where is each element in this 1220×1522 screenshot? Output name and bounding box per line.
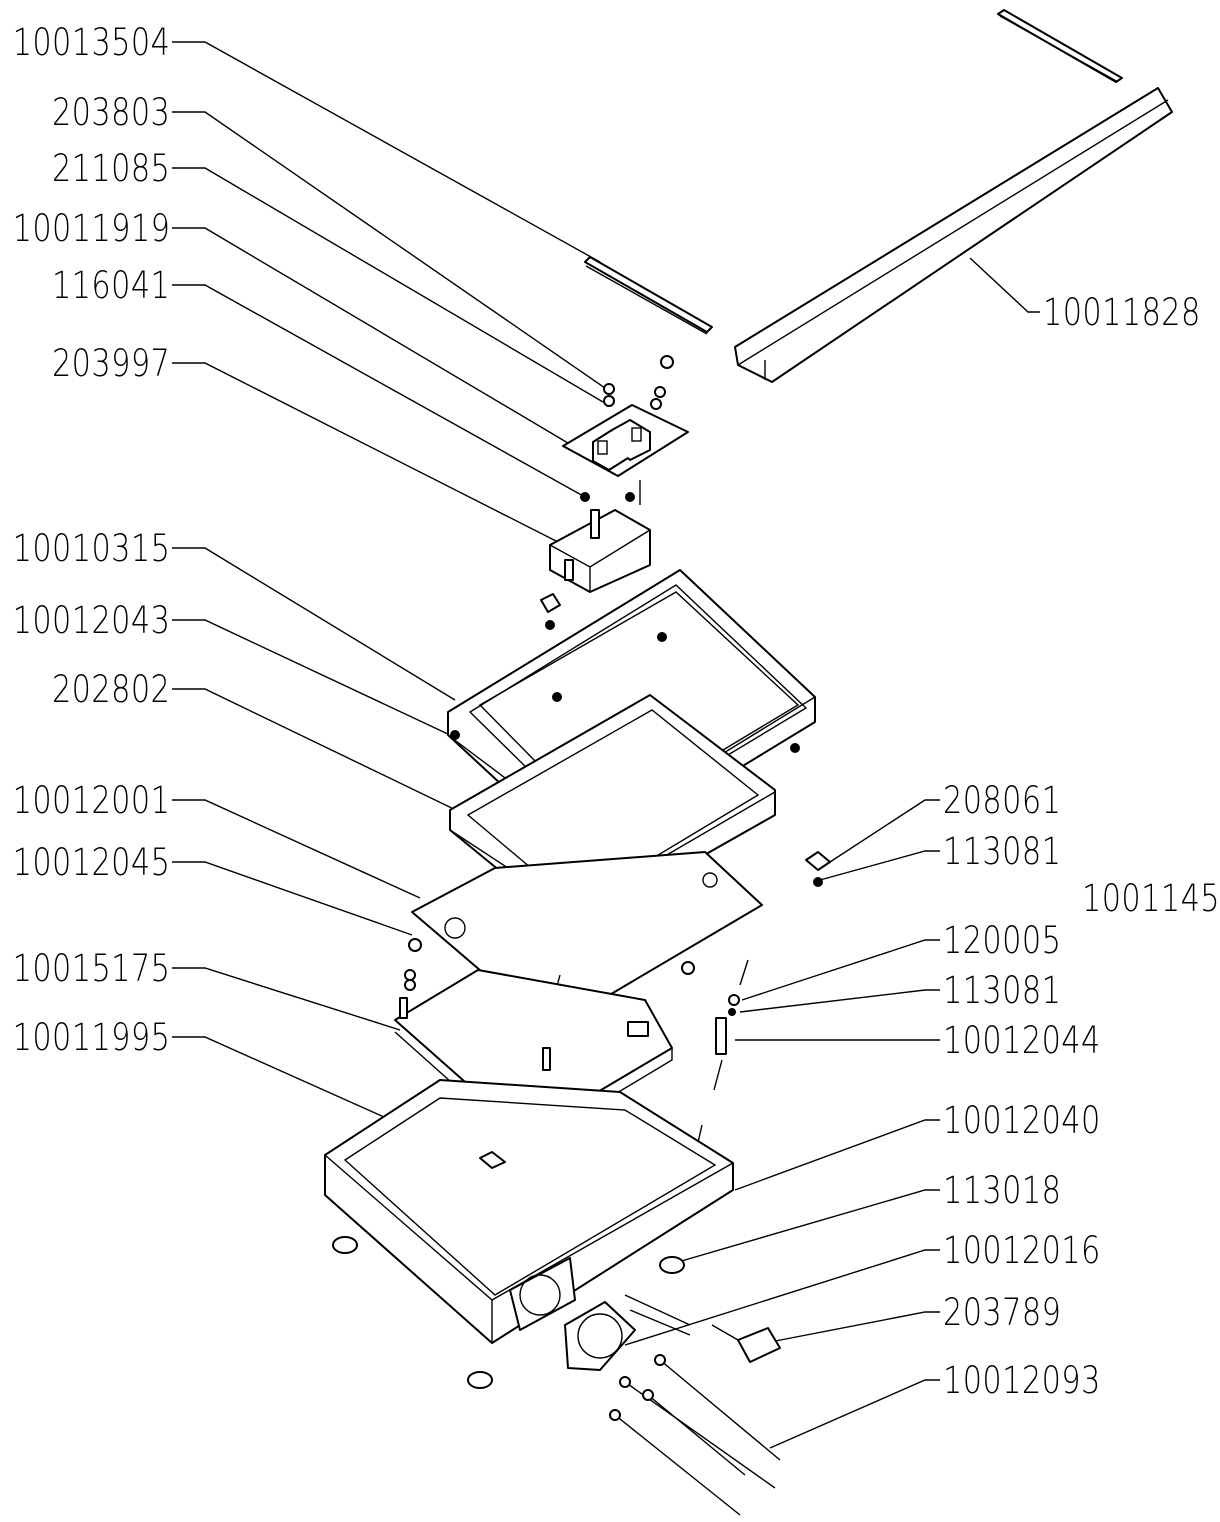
part-label-10012044: 10012044 — [943, 1019, 1101, 1062]
part-label-113081-a: 113081 — [943, 830, 1062, 873]
top-rail — [734, 9, 1173, 383]
part-label-10011828: 10011828 — [1043, 291, 1201, 334]
part-label-10012016: 10012016 — [943, 1229, 1101, 1272]
part-label-10012040: 10012040 — [943, 1099, 1101, 1142]
part-label-202802: 202802 — [51, 668, 170, 711]
fan-and-screws — [564, 1294, 781, 1516]
part-label-10011919: 10011919 — [12, 207, 170, 250]
display-board — [562, 355, 689, 505]
part-label-10013504: 10013504 — [12, 21, 170, 64]
part-label-203789: 203789 — [943, 1291, 1062, 1334]
thin-strip — [584, 256, 713, 335]
bracket-box — [540, 509, 651, 630]
part-label-10012001: 10012001 — [12, 779, 170, 822]
part-label-203803: 203803 — [51, 91, 170, 134]
part-label-116041: 116041 — [51, 264, 170, 307]
enclosure — [324, 1079, 734, 1389]
part-label-211085: 211085 — [51, 147, 170, 190]
part-label-10012045: 10012045 — [12, 841, 170, 884]
right-hardware — [693, 851, 831, 1161]
part-label-10010315: 10010315 — [12, 527, 170, 570]
part-label-10015175: 10015175 — [12, 947, 170, 990]
part-label-1001145: 1001145 — [1082, 877, 1220, 920]
part-label-120005: 120005 — [943, 919, 1062, 962]
part-label-10012043: 10012043 — [12, 599, 170, 642]
part-label-10011995: 10011995 — [12, 1016, 170, 1059]
part-label-208061: 208061 — [943, 779, 1062, 822]
leader-lines — [172, 41, 1040, 1449]
part-label-113018: 113018 — [943, 1169, 1062, 1212]
part-label-113081-b: 113081 — [943, 969, 1062, 1012]
part-label-203997: 203997 — [51, 342, 170, 385]
part-label-10012093: 10012093 — [943, 1359, 1101, 1402]
